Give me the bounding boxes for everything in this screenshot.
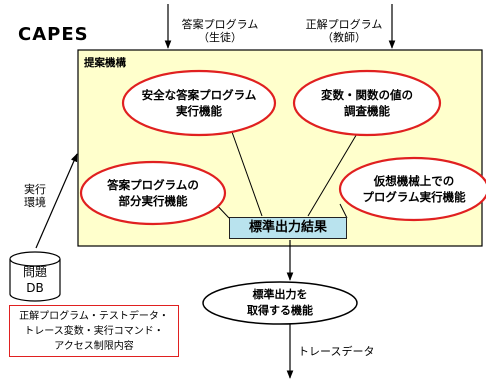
func-safe-exec: 安全な答案プログラム 実行機能: [123, 87, 275, 119]
db-contents-box: 正解プログラム・テストデータ・ トレース変数・実行コマンド・ アクセス制限内容: [9, 305, 179, 357]
trace-function: 標準出力を 取得する機能: [205, 287, 355, 319]
func-var-inspect: 変数・関数の値の 調査機能: [294, 87, 440, 119]
db-cylinder-body: [9, 259, 61, 302]
db-cylinder-top: [9, 251, 61, 267]
answer-program-label: 答案プログラム （生徒）: [172, 18, 268, 44]
func-ellipse-safe-exec: [121, 69, 277, 137]
problem-db-line-1: 問題: [22, 265, 47, 279]
correct-program-line-2: （教師）: [322, 31, 366, 44]
func-vm-exec-line-2: プログラム実行機能: [362, 190, 466, 204]
exec-env-label: 実行 環境: [24, 183, 46, 209]
db-contents-line-3: アクセス制限内容: [54, 341, 134, 352]
problem-db: 問題 DB: [12, 264, 58, 296]
func-partial-exec-line-1: 答案プログラムの: [107, 178, 199, 192]
correct-program-label: 正解プログラム （教師）: [298, 18, 390, 44]
exec-env-arrow: [35, 153, 78, 249]
standard-output-box: 標準出力結果: [229, 217, 347, 239]
func-vm-exec: 仮想機械上での プログラム実行機能: [340, 173, 486, 205]
connector-safe-exec: [231, 131, 263, 217]
func-var-inspect-line-1: 変数・関数の値の: [321, 88, 413, 102]
exec-env-line-2: 環境: [24, 196, 46, 209]
answer-program-line-1: 答案プログラム: [181, 18, 259, 31]
db-contents-line-2: トレース変数・実行コマンド・: [24, 326, 164, 337]
diagram-title: CAPES: [18, 24, 89, 45]
func-ellipse-var-inspect: [292, 69, 442, 137]
exec-env-line-1: 実行: [24, 183, 46, 196]
connector-var-inspect: [307, 131, 359, 217]
answer-program-line-2: （生徒）: [198, 31, 242, 44]
func-safe-exec-line-2: 実行機能: [176, 104, 222, 118]
func-ellipse-partial-exec: [79, 160, 227, 226]
func-safe-exec-line-1: 安全な答案プログラム: [141, 88, 257, 102]
func-var-inspect-line-2: 調査機能: [344, 104, 390, 118]
connector-vm-exec: [339, 203, 348, 219]
trace-func-ellipse: [202, 281, 358, 325]
trace-function-line-2: 取得する機能: [247, 304, 313, 317]
trace-data-label: トレースデータ: [298, 345, 375, 358]
trace-function-line-1: 標準出力を: [252, 288, 308, 301]
func-vm-exec-line-1: 仮想機械上での: [373, 174, 455, 188]
func-partial-exec-line-2: 部分実行機能: [118, 194, 188, 208]
problem-db-line-2: DB: [26, 281, 44, 295]
db-contents-line-1: 正解プログラム・テストデータ・: [19, 311, 169, 322]
correct-program-line-1: 正解プログラム: [305, 18, 383, 31]
func-partial-exec: 答案プログラムの 部分実行機能: [81, 177, 225, 209]
func-ellipse-vm-exec: [338, 156, 486, 222]
system-box-label: 提案機構: [84, 57, 126, 69]
